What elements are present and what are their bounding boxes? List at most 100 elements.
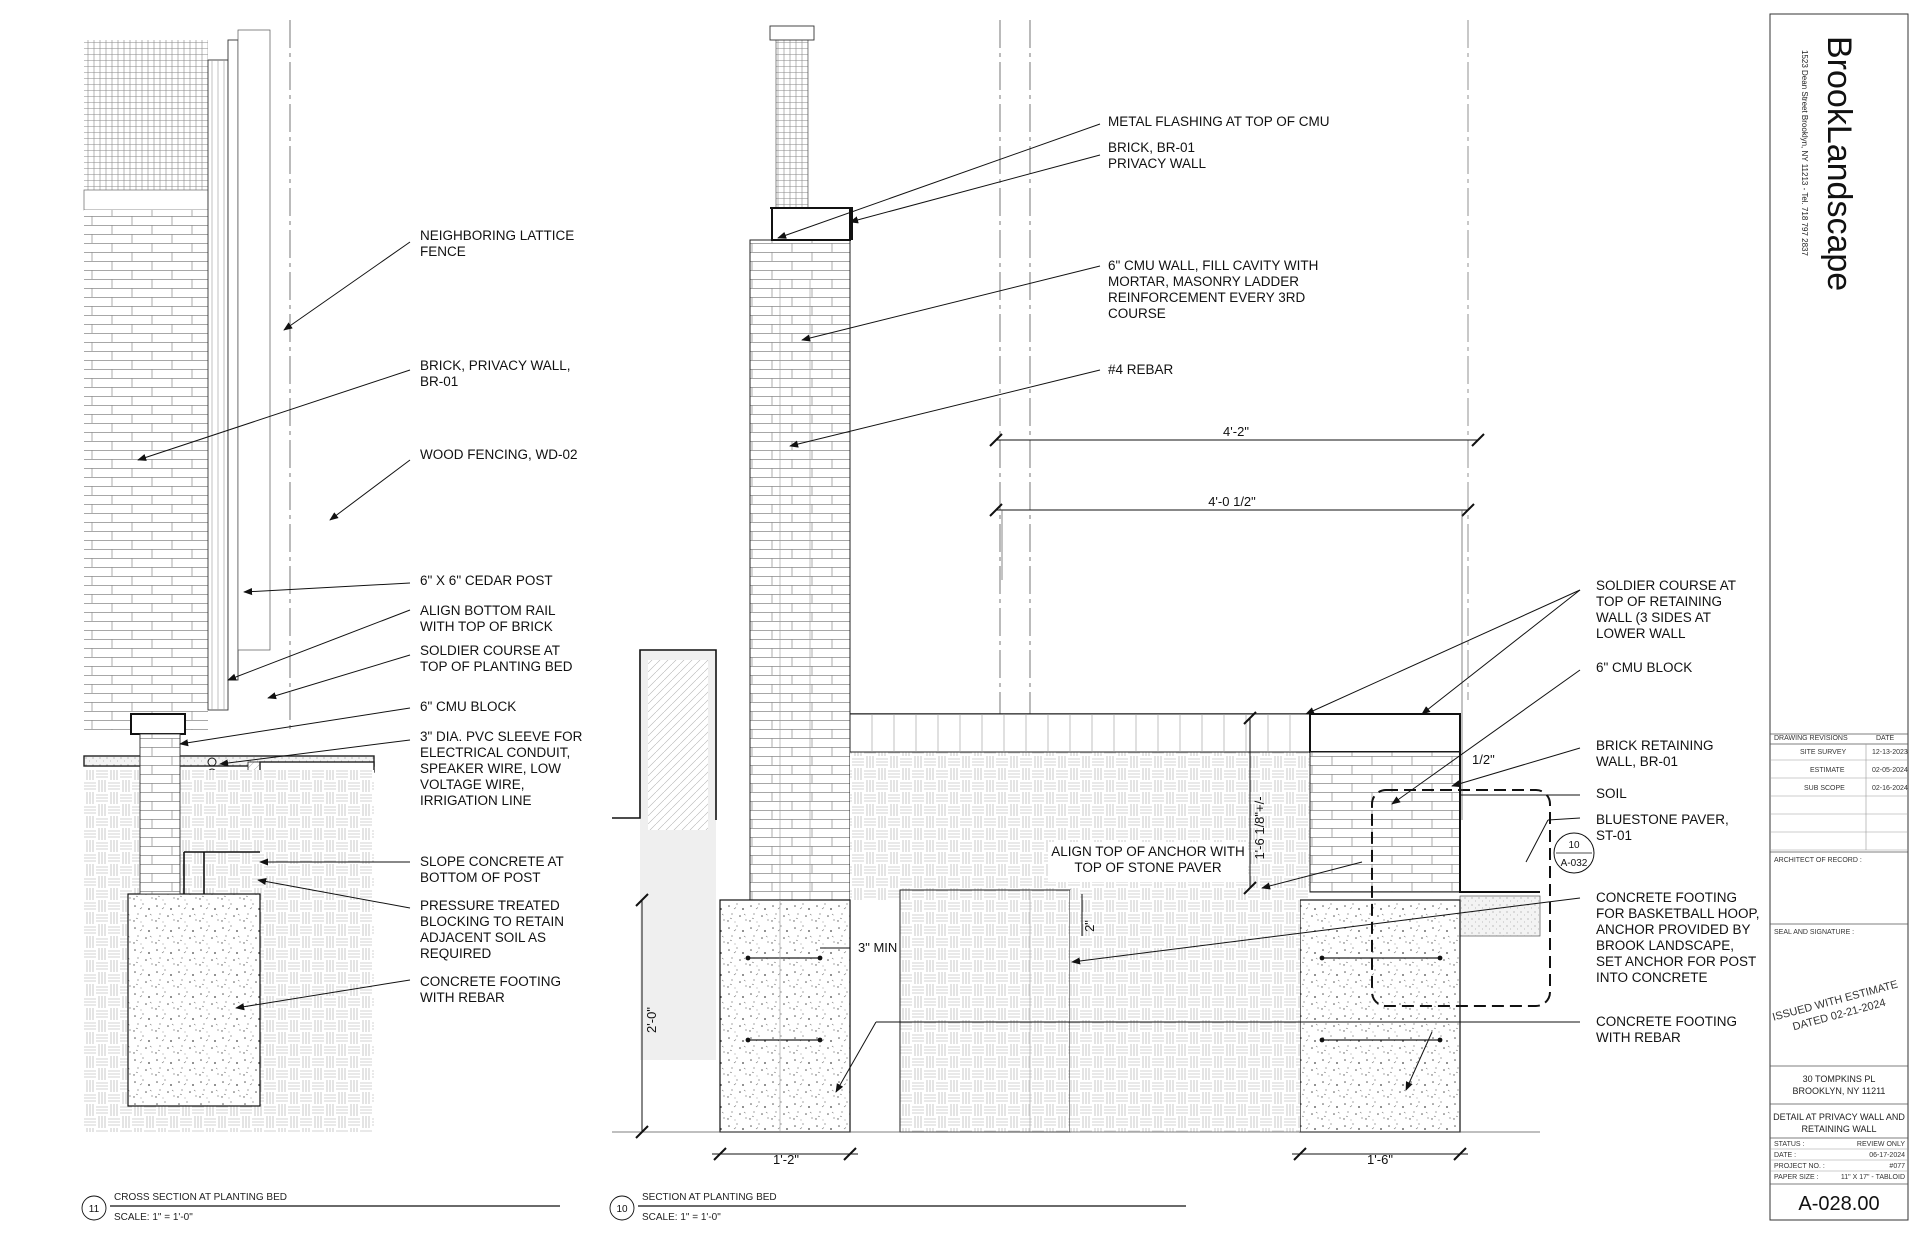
note-brick-wall-l2: BR-01 (420, 374, 458, 389)
note-footing-10-l2: WITH REBAR (1596, 1030, 1681, 1045)
note-flashing: METAL FLASHING AT TOP OF CMU (1108, 114, 1330, 129)
detail-10-leaders (777, 123, 1581, 1093)
note-neighbor-fence-l2: FENCE (420, 244, 466, 259)
title-block: BrookLandscape 1523 Dean Street Brooklyn… (1769, 13, 1909, 1221)
note-soldier-retaining-l1: SOLDIER COURSE AT (1596, 578, 1736, 593)
revisions-date-header: DATE (1876, 735, 1894, 742)
detail-10-notes-top: METAL FLASHING AT TOP OF CMU BRICK, BR-0… (1108, 114, 1330, 377)
reference-tag: 10 A-032 (1553, 832, 1595, 874)
info-label: DATE : (1774, 1152, 1796, 1159)
revision-row-label: SITE SURVEY (1800, 749, 1846, 756)
note-pvc-sleeve-l2: ELECTRICAL CONDUIT, (420, 745, 570, 760)
note-pt-blocking-l4: REQUIRED (420, 946, 492, 961)
note-soldier-retaining-l2: TOP OF RETAINING (1596, 594, 1722, 609)
soldier-course-left (130, 713, 186, 735)
architect-label: ARCHITECT OF RECORD : (1774, 857, 1862, 864)
note-pt-blocking-l3: ADJACENT SOIL AS (420, 930, 546, 945)
note-hoop-footing-l1: CONCRETE FOOTING (1596, 890, 1737, 905)
note-cmu-block-10: 6" CMU BLOCK (1596, 660, 1692, 675)
note-pt-blocking-l1: PRESSURE TREATED (420, 898, 560, 913)
note-hoop-footing-l4: BROOK LANDSCAPE, (1596, 938, 1734, 953)
align-anchor-note: ALIGN TOP OF ANCHOR WITH TOP OF STONE PA… (1048, 842, 1248, 882)
revisions-header: DRAWING REVISIONS (1774, 735, 1848, 742)
note-hoop-footing-l5: SET ANCHOR FOR POST (1596, 954, 1756, 969)
note-soil: SOIL (1596, 786, 1627, 801)
info-label: STATUS : (1774, 1141, 1805, 1148)
note-brick-wall-l1: BRICK, PRIVACY WALL, (420, 358, 571, 373)
firm-name: BrookLandscape (1820, 36, 1858, 291)
revision-row-date: 02-05-2024 (1872, 767, 1908, 774)
title-block-frame (1769, 13, 1909, 1221)
basketball-footing (899, 889, 1071, 1133)
revision-row-date: 02-16-2024 (1872, 785, 1908, 792)
seal-label: SEAL AND SIGNATURE : (1774, 929, 1854, 936)
dim-footing-depth: 2'-0" (644, 1007, 659, 1033)
note-neighbor-fence-l1: NEIGHBORING LATTICE (420, 228, 574, 243)
sheet-number: A-028.00 (1798, 1193, 1879, 1215)
info-label: PROJECT NO. : (1774, 1163, 1825, 1170)
note-soldier-course-l1: SOLDIER COURSE AT (420, 643, 560, 658)
info-value: 06-17-2024 (1869, 1152, 1905, 1159)
dim-min-cover: 3" MIN (858, 940, 897, 955)
note-soldier-retaining-l4: LOWER WALL (1596, 626, 1686, 641)
note-cmu-wall-l1: 6" CMU WALL, FILL CAVITY WITH (1108, 258, 1318, 273)
note-align-anchor-l2: TOP OF STONE PAVER (1074, 860, 1222, 875)
neighbor-lattice-fence (84, 40, 208, 202)
brick-privacy-wall-10 (749, 239, 851, 901)
revision-row-label: ESTIMATE (1810, 767, 1845, 774)
anchor-zone-dashed (1371, 789, 1551, 1007)
cedar-post (227, 39, 239, 681)
detail-10-notes-right: SOLDIER COURSE AT TOP OF RETAINING WALL … (1596, 578, 1760, 1045)
dim-height: 1'-6 1/8"+/- (1252, 796, 1267, 859)
detail-11-notes: NEIGHBORING LATTICE FENCE BRICK, PRIVACY… (420, 228, 583, 1005)
detail-11-leaders (137, 241, 411, 1011)
detail-10-dimensions: 4'-2" 4'-0 1/2" 1'-6 1/8"+/- 1/2" 2" 3" … (635, 424, 1495, 1167)
note-align-anchor-l1: ALIGN TOP OF ANCHOR WITH (1051, 844, 1245, 859)
note-slope-concrete-l1: SLOPE CONCRETE AT (420, 854, 564, 869)
revision-row-label: SUB SCOPE (1804, 785, 1845, 792)
note-soldier-retaining-l3: WALL (3 SIDES AT (1596, 610, 1711, 625)
detail-10-number-bubble (609, 1195, 635, 1221)
note-pvc-sleeve-l1: 3" DIA. PVC SLEEVE FOR (420, 729, 583, 744)
note-pvc-sleeve-l5: IRRIGATION LINE (420, 793, 532, 808)
detail-11-scale: SCALE: 1" = 1'-0" (114, 1212, 193, 1223)
note-footing-l1: CONCRETE FOOTING (420, 974, 561, 989)
detail-10-scale: SCALE: 1" = 1'-0" (642, 1212, 721, 1223)
note-bluestone-l2: ST-01 (1596, 828, 1632, 843)
detail-11-title: 11 CROSS SECTION AT PLANTING BED SCALE: … (81, 1192, 560, 1223)
privacy-wall-fence (775, 33, 809, 227)
note-soldier-course-l2: TOP OF PLANTING BED (420, 659, 573, 674)
revision-row-date: 12-13-2023 (1872, 749, 1908, 756)
concrete-footing-10-left (719, 899, 851, 1133)
detail-11-number-bubble (81, 1195, 107, 1221)
note-cmu-wall-l2: MORTAR, MASONRY LADDER (1108, 274, 1299, 289)
note-brick-br01-l1: BRICK, BR-01 (1108, 140, 1195, 155)
sheet-title-line1: DETAIL AT PRIVACY WALL AND (1773, 1112, 1905, 1122)
dim-left-footing-width: 1'-2" (773, 1152, 799, 1167)
note-pvc-sleeve-l3: SPEAKER WIRE, LOW (420, 761, 561, 776)
note-brick-retaining-l2: WALL, BR-01 (1596, 754, 1678, 769)
detail-10-title: 10 SECTION AT PLANTING BED SCALE: 1" = 1… (609, 1192, 1186, 1223)
dim-right-footing-width: 1'-6" (1367, 1152, 1393, 1167)
note-cmu-wall-l3: REINFORCEMENT EVERY 3RD (1108, 290, 1306, 305)
info-label: PAPER SIZE : (1774, 1174, 1819, 1181)
info-value: REVIEW ONLY (1857, 1141, 1905, 1148)
firm-address: 1523 Dean Street Brooklyn, NY 11213 - Te… (1800, 50, 1809, 256)
note-align-rail-l2: WITH TOP OF BRICK (420, 619, 553, 634)
info-value: #077 (1889, 1163, 1905, 1170)
note-pvc-sleeve-l4: VOLTAGE WIRE, (420, 777, 525, 792)
note-footing-10-l1: CONCRETE FOOTING (1596, 1014, 1737, 1029)
detail-11-number: 11 (89, 1204, 100, 1215)
detail-11-title-text: CROSS SECTION AT PLANTING BED (114, 1192, 287, 1203)
note-rebar: #4 REBAR (1108, 362, 1174, 377)
note-cedar-post: 6" X 6" CEDAR POST (420, 573, 553, 588)
dim-top-span: 4'-2" (1223, 424, 1249, 439)
detail-11-section (83, 20, 375, 1132)
note-brick-retaining-l1: BRICK RETAINING (1596, 738, 1714, 753)
note-hoop-footing-l6: INTO CONCRETE (1596, 970, 1708, 985)
note-wood-fencing: WOOD FENCING, WD-02 (420, 447, 578, 462)
note-align-rail-l1: ALIGN BOTTOM RAIL (420, 603, 556, 618)
soldier-course-top (849, 713, 1311, 753)
reference-tag-sheet: A-032 (1561, 858, 1588, 869)
